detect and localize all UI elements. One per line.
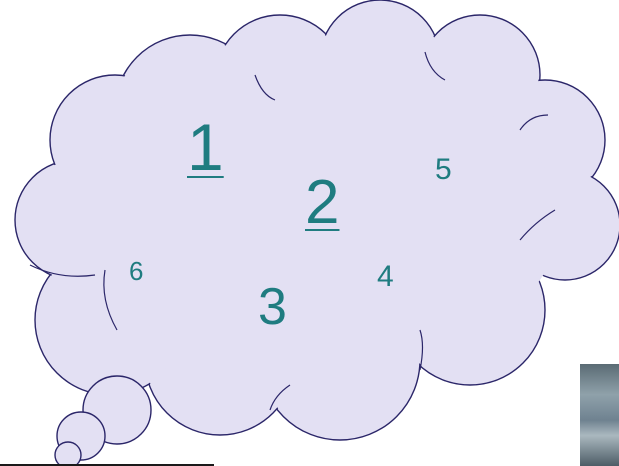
number-2-link[interactable]: 2	[305, 172, 339, 234]
number-5-label: 5	[435, 155, 452, 185]
photo-thumbnail	[580, 364, 619, 466]
number-4-label: 4	[377, 262, 394, 292]
number-1-link[interactable]: 1	[187, 114, 224, 180]
number-6-label: 6	[129, 258, 143, 284]
thought-bubbles	[55, 376, 151, 466]
number-3-label: 3	[258, 281, 287, 333]
